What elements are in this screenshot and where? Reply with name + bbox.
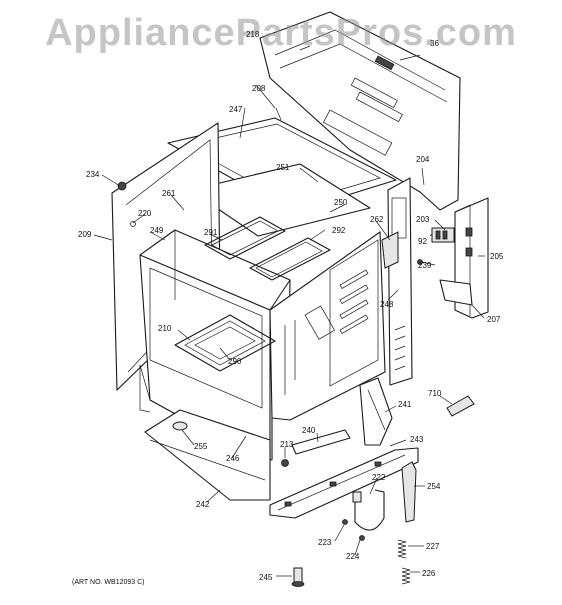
broil-element-drawing: [204, 216, 331, 281]
callout-250: 250: [334, 198, 348, 207]
spring-226-drawing: [401, 567, 411, 585]
bottom-panel-drawing: [144, 409, 271, 501]
callout-222: 222: [372, 473, 386, 482]
callout-710: 710: [428, 389, 442, 398]
callout-242: 242: [196, 500, 210, 509]
callout-220: 220: [138, 209, 152, 218]
callout-227: 227: [426, 542, 440, 551]
small-parts-drawing: [342, 519, 365, 541]
bracket-drawing: [381, 231, 399, 269]
callout-248: 248: [380, 300, 394, 309]
top-panel-drawing: [167, 107, 397, 237]
callout-223: 223: [318, 538, 332, 547]
callout-209: 209: [78, 230, 92, 239]
bracket-222-drawing: [352, 489, 385, 531]
callout-210: 210: [158, 324, 172, 333]
callout-226: 226: [422, 569, 436, 578]
callout-245: 245: [259, 573, 273, 582]
anti-tip-bracket-drawing: [446, 395, 475, 417]
callout-36: 36: [430, 39, 439, 48]
callout-290: 290: [228, 357, 242, 366]
callout-218: 218: [246, 30, 260, 39]
art-number-label: (ART NO. WB12093 C): [72, 579, 145, 586]
callout-224: 224: [346, 552, 360, 561]
screw-213-drawing: [281, 459, 289, 467]
callout-92: 92: [418, 237, 427, 246]
callout-254: 254: [427, 482, 441, 491]
callout-208: 208: [252, 84, 266, 93]
leg-bracket-drawing: [359, 377, 393, 446]
callout-249: 249: [150, 226, 164, 235]
bake-element-drawing: [174, 314, 276, 372]
callout-203: 203: [416, 215, 430, 224]
leg-254-drawing: [401, 461, 417, 523]
drawer-rail-drawing: [269, 429, 419, 519]
callout-240: 240: [302, 426, 316, 435]
callout-239: 239: [418, 261, 432, 270]
terminal-block-drawing: [417, 227, 455, 265]
terminal-cover-drawing: [439, 197, 489, 319]
callout-207: 207: [487, 315, 501, 324]
callout-292: 292: [332, 226, 346, 235]
back-panel-drawing: [259, 11, 461, 211]
spring-227-drawing: [397, 539, 407, 559]
side-strip-drawing: [387, 177, 413, 386]
callout-204: 204: [416, 155, 430, 164]
leader-lines: [93, 54, 485, 577]
callout-262: 262: [370, 215, 384, 224]
callout-255: 255: [194, 442, 208, 451]
callout-291: 291: [204, 228, 218, 237]
callout-241: 241: [398, 400, 412, 409]
callout-246: 246: [226, 454, 240, 463]
leveler-245-drawing: [291, 567, 305, 587]
oven-cavity-drawing: [139, 229, 386, 461]
callout-234: 234: [86, 170, 100, 179]
callout-247: 247: [229, 105, 243, 114]
callout-261: 261: [162, 189, 176, 198]
callout-205: 205: [490, 252, 504, 261]
callout-251: 251: [276, 163, 290, 172]
callout-213: 213: [280, 440, 294, 449]
callout-243: 243: [410, 435, 424, 444]
